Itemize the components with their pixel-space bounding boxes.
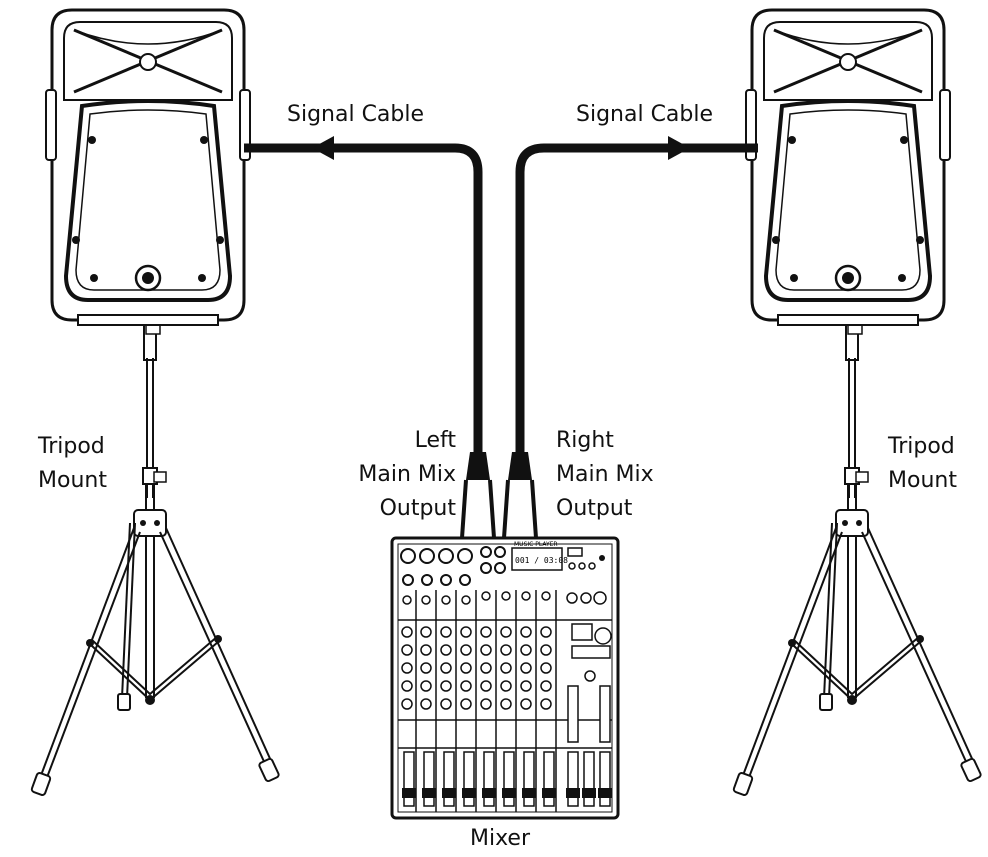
mixer-faders — [402, 751, 612, 807]
left-speaker — [44, 8, 252, 327]
music-player-title: MUSIC PLAYER — [514, 541, 558, 548]
mixer-input-jacks — [400, 546, 506, 586]
mixer-meters — [567, 623, 611, 743]
tripod-left-label-line2: Mount — [38, 468, 107, 493]
right-signal-cable — [502, 136, 758, 539]
music-player-readout: 001 / 03:08 — [515, 556, 568, 565]
mixer-knob-rows — [398, 590, 612, 812]
left-output-label-line3: Output — [379, 496, 456, 521]
mixer-label: Mixer — [470, 826, 531, 851]
left-output-label-line2: Main Mix — [358, 462, 456, 487]
tripod-right-label-line1: Tripod — [888, 434, 955, 459]
mixer: MUSIC PLAYER 001 / 03:08 — [390, 536, 620, 820]
signal-cable-right-label: Signal Cable — [576, 102, 714, 127]
right-output-label-line1: Right — [556, 428, 614, 453]
right-output-label-line3: Output — [556, 496, 633, 521]
right-output-label-line2: Main Mix — [556, 462, 654, 487]
tripod-left-label-line1: Tripod — [38, 434, 105, 459]
left-output-label-line1: Left — [414, 428, 456, 453]
mixer-music-player: MUSIC PLAYER 001 / 03:08 — [511, 541, 605, 571]
right-speaker — [744, 8, 952, 327]
signal-cable-left-label: Signal Cable — [287, 102, 425, 127]
tripod-right-label-line2: Mount — [888, 468, 957, 493]
right-tripod — [732, 317, 983, 797]
left-signal-cable — [244, 136, 496, 539]
left-tripod — [30, 317, 281, 797]
